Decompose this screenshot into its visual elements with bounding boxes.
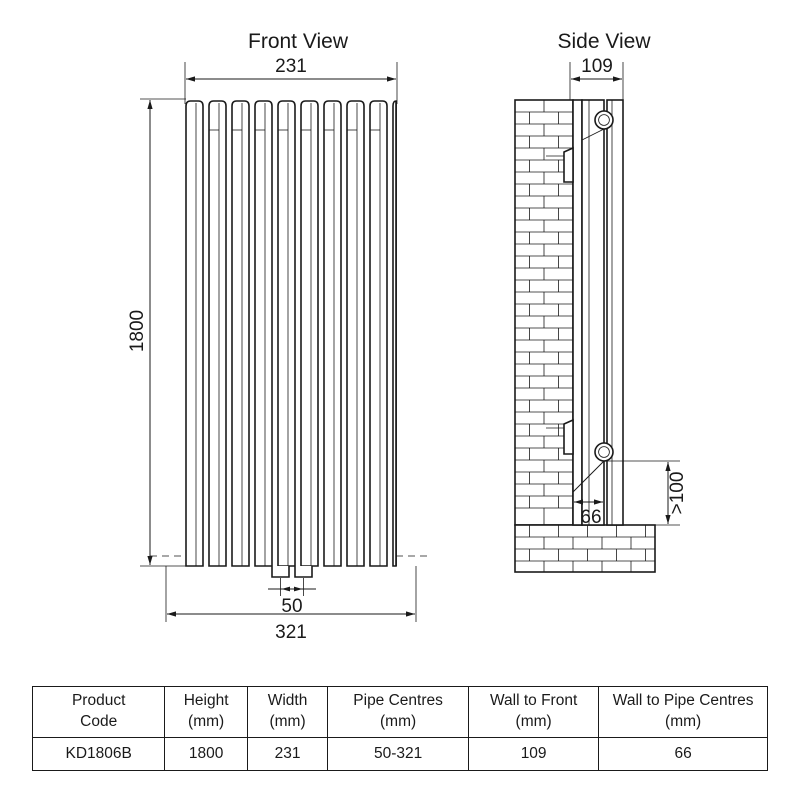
cell-width: 231 — [246, 737, 329, 771]
pipe-centre-dim-label: 50 — [281, 596, 302, 617]
radiator-tube — [254, 100, 273, 567]
radiator-tube — [231, 100, 250, 567]
side-view-group — [514, 62, 680, 573]
floor-brick-hatch — [514, 524, 656, 573]
header-line-2: (mm) — [380, 713, 417, 730]
wall-to-pipe-leader — [572, 460, 605, 493]
header-line-2: (mm) — [269, 713, 306, 730]
cell-product-code: KD1806B — [31, 737, 166, 771]
table-header-height: Height (mm) — [164, 686, 248, 738]
side-radiator-profile — [572, 99, 624, 526]
radiator-tube — [208, 100, 227, 567]
radiator-tube — [300, 100, 319, 567]
radiator-tube — [369, 100, 388, 567]
table-header-wall-to-pipe-centres: Wall to Pipe Centres (mm) — [598, 686, 768, 738]
cell-wall-to-pipe-centres: 66 — [598, 737, 768, 771]
radiator-tube — [277, 100, 296, 567]
header-line-2: (mm) — [188, 713, 225, 730]
header-line-1: Pipe Centres — [353, 692, 443, 710]
header-line-2: (mm) — [665, 713, 702, 730]
front-pipe-stubs — [271, 566, 313, 578]
header-line-1: Wall to Pipe Centres — [612, 692, 754, 710]
side-depth-dim-label: 109 — [581, 56, 613, 77]
top-pipe-connection — [594, 110, 614, 130]
table-header-width: Width (mm) — [246, 686, 329, 738]
floor-clearance-dim-label: >100 — [667, 472, 688, 515]
front-view-title: Front View — [248, 30, 349, 53]
top-pipe-leader — [581, 128, 605, 141]
table-header-pipe-centres: Pipe Centres (mm) — [327, 686, 469, 738]
wall-to-pipe-dim-label: 66 — [580, 507, 601, 528]
specification-table: Product Code Height (mm) Width (mm) Pipe… — [31, 686, 768, 771]
header-line-1: Width — [267, 692, 308, 710]
table-row: KD1806B 1800 231 50-321 109 66 — [31, 737, 768, 771]
header-line-2: (mm) — [515, 713, 552, 730]
radiator-tube-bank — [185, 100, 397, 567]
front-overall-dim-label: 321 — [275, 622, 307, 643]
table-header-wall-to-front: Wall to Front (mm) — [467, 686, 600, 738]
header-line-1: Product — [71, 692, 126, 710]
radiator-tube — [346, 100, 365, 567]
radiator-tube — [392, 100, 397, 567]
table-header-row: Product Code Height (mm) Width (mm) Pipe… — [31, 686, 768, 738]
top-wall-bracket — [546, 146, 574, 183]
front-view-group — [140, 62, 432, 622]
header-line-1: Height — [183, 692, 229, 710]
cell-pipe-centres: 50-321 — [327, 737, 469, 771]
cell-wall-to-front: 109 — [467, 737, 600, 771]
bottom-wall-bracket — [546, 418, 574, 455]
radiator-tube — [185, 100, 204, 567]
radiator-tube — [323, 100, 342, 567]
header-line-2: Code — [80, 713, 118, 730]
front-height-dim-label: 1800 — [127, 310, 148, 352]
side-view-title: Side View — [557, 30, 651, 53]
bottom-pipe-connection — [594, 442, 614, 462]
front-width-dim-label: 231 — [275, 56, 307, 77]
cell-height: 1800 — [164, 737, 248, 771]
table-header-product-code: Product Code — [31, 686, 166, 738]
header-line-1: Wall to Front — [489, 692, 578, 710]
